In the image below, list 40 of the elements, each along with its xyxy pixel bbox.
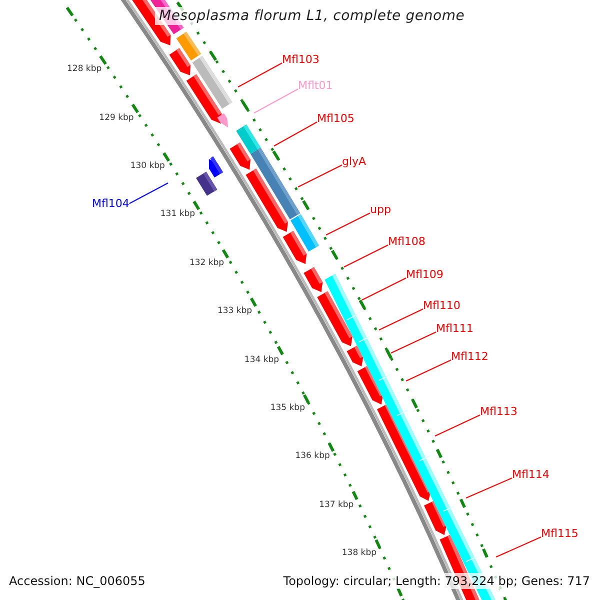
accession-text: Accession: NC_006055 bbox=[8, 573, 146, 589]
tick-label: 133 kbp bbox=[217, 306, 252, 316]
gene-label: Mfl103 bbox=[282, 53, 320, 66]
gene-label: Mfl113 bbox=[480, 405, 518, 418]
gene-label: glyA bbox=[342, 155, 366, 168]
leader-line bbox=[466, 478, 512, 498]
gene-label: Mfl115 bbox=[541, 527, 578, 540]
gene-label: Mfl114 bbox=[512, 468, 550, 481]
leader-line bbox=[238, 62, 282, 88]
leader-line bbox=[378, 308, 424, 330]
gene-label: Mfl110 bbox=[423, 299, 460, 312]
tick-label: 129 kbp bbox=[99, 112, 134, 123]
leader-line bbox=[274, 122, 318, 146]
gene-label: Mfl108 bbox=[388, 235, 426, 248]
leader-line bbox=[344, 244, 388, 268]
tick-label: 134 kbp bbox=[244, 354, 280, 365]
tick-label: 128 kbp bbox=[67, 64, 102, 74]
tick-label: 130 kbp bbox=[130, 160, 165, 171]
leader-line bbox=[254, 88, 298, 114]
gene-label: Mfl112 bbox=[451, 350, 488, 363]
gene-label: Mfl105 bbox=[317, 112, 354, 125]
tick-label: 131 kbp bbox=[160, 209, 196, 220]
tick-label: 137 kbp bbox=[319, 500, 354, 510]
leader-line bbox=[434, 414, 480, 436]
leader-line bbox=[326, 212, 370, 236]
gene-label: upp bbox=[370, 203, 391, 216]
gene-label: Mfl104 bbox=[92, 197, 130, 210]
gene-label: Mfl111 bbox=[436, 322, 474, 335]
leader-line bbox=[362, 278, 406, 300]
leader-line bbox=[406, 360, 452, 382]
tick-label: 132 kbp bbox=[189, 258, 224, 268]
leader-line bbox=[298, 164, 342, 188]
gene-label: Mflt01 bbox=[298, 79, 333, 92]
tick-label: 135 kbp bbox=[270, 402, 305, 413]
tick-label: 138 kbp bbox=[342, 548, 377, 558]
gene-label: Mfl109 bbox=[406, 268, 444, 281]
leader-line bbox=[129, 182, 168, 204]
leader-line bbox=[390, 332, 436, 354]
tick-label: 136 kbp bbox=[295, 451, 330, 462]
leader-line bbox=[496, 536, 542, 558]
